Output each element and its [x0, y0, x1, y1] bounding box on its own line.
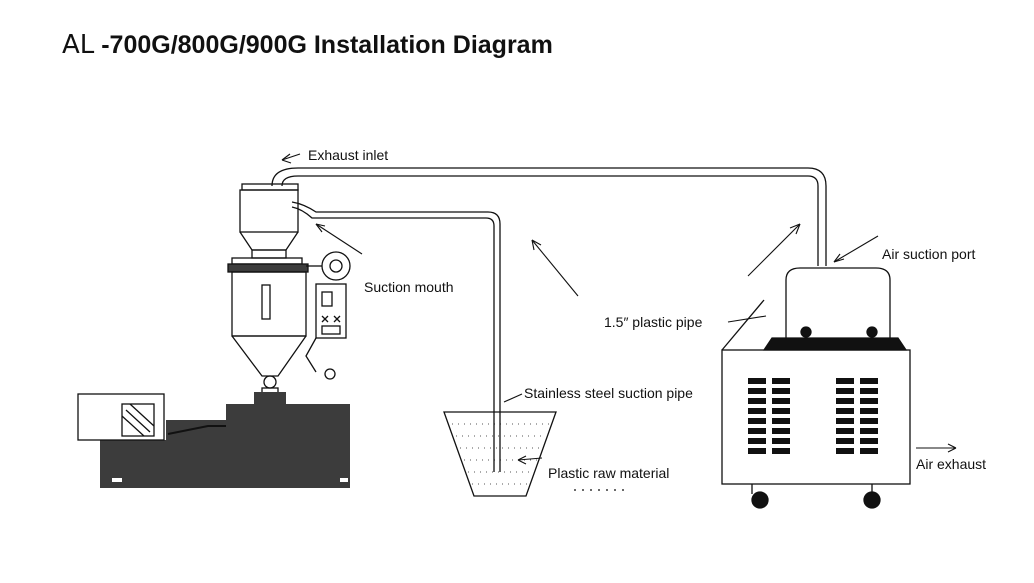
- label-air-suction-port: Air suction port: [882, 246, 976, 262]
- suction-pipe: [291, 201, 501, 405]
- label-plastic-pipe: 1.5″ plastic pipe: [604, 314, 703, 330]
- label-suction-mouth: Suction mouth: [364, 279, 454, 295]
- vacuum-loader: [721, 267, 911, 509]
- label-air-exhaust: Air exhaust: [916, 456, 987, 472]
- label-stainless-pipe: Stainless steel suction pipe: [524, 385, 693, 401]
- material-bin: [443, 405, 626, 497]
- molding-machine: [77, 392, 350, 488]
- title-model-prefix: AL: [62, 30, 95, 60]
- label-exhaust-inlet: Exhaust inlet: [308, 147, 389, 163]
- page-title: AL -700G/800G/900G Installation Diagram: [62, 30, 553, 60]
- flow-arrows: [281, 153, 957, 465]
- exhaust-pipe: [271, 167, 827, 266]
- title-text: -700G/800G/900G Installation Diagram: [94, 31, 553, 59]
- label-raw-material: Plastic raw material: [548, 465, 670, 481]
- hopper-blower: [305, 251, 351, 380]
- hopper-dryer: [227, 183, 309, 395]
